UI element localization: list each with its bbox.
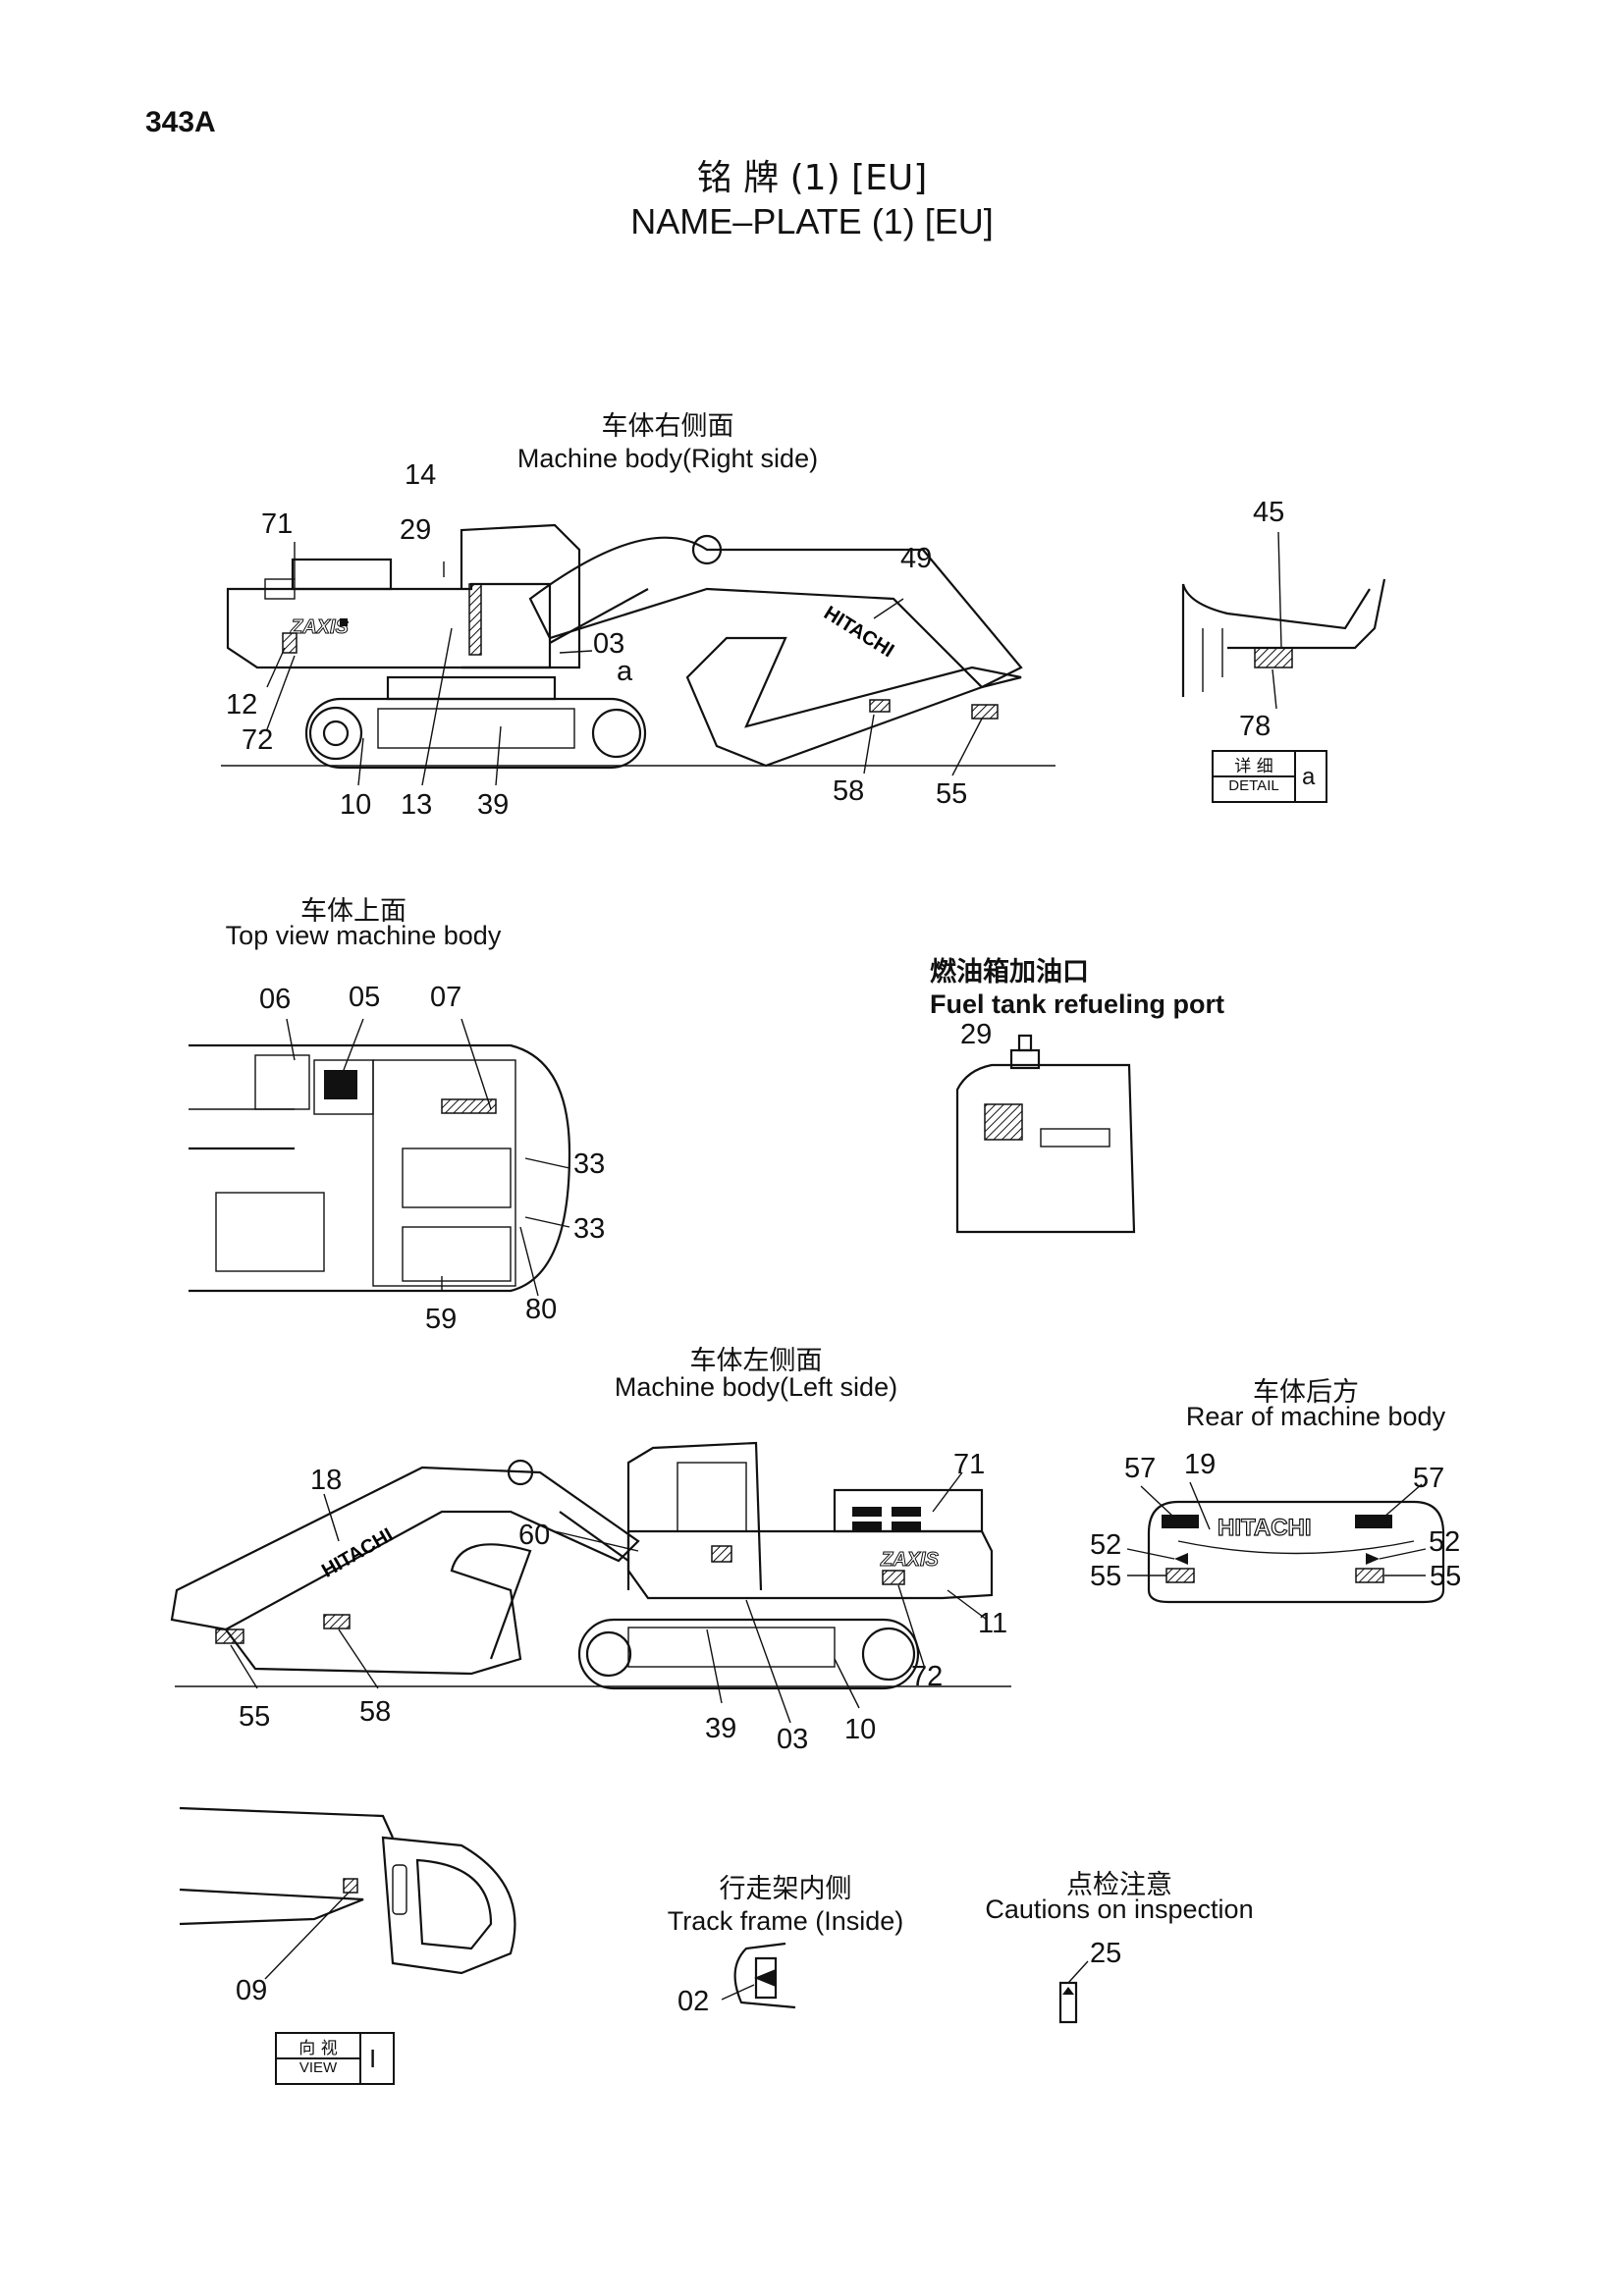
top-view-title-cn: 车体上面 xyxy=(300,896,406,927)
detail-label-cn: 详 细 xyxy=(1214,752,1296,777)
rear-title-cn: 车体后方 xyxy=(1253,1377,1359,1408)
detail-label-en: DETAIL xyxy=(1214,777,1296,801)
fuel-tank-title-en: Fuel tank refueling port xyxy=(930,989,1225,1019)
callout-06: 06 xyxy=(259,984,292,1015)
fuel-tank-drawing xyxy=(955,1034,1136,1234)
callout-03: 03 xyxy=(593,628,625,660)
detail-label-ref: a xyxy=(1302,764,1316,790)
callout-a: a xyxy=(617,656,633,687)
callout-55-left: 55 xyxy=(239,1701,271,1733)
inspection-drawing xyxy=(1058,1960,1089,2024)
callout-71: 71 xyxy=(261,508,294,540)
callout-58-left: 58 xyxy=(359,1696,392,1728)
callout-39: 39 xyxy=(477,789,510,821)
callout-03-left: 03 xyxy=(777,1724,809,1755)
callout-07: 07 xyxy=(430,982,462,1013)
right-zaxis-logo: ZAXIS xyxy=(290,616,350,638)
callout-09: 09 xyxy=(236,1975,268,2006)
callout-33-b: 33 xyxy=(573,1213,606,1245)
callout-25: 25 xyxy=(1090,1938,1122,1969)
inspection-title-en: Cautions on inspection xyxy=(985,1895,1254,1924)
rear-body-drawing: HITACHI xyxy=(1126,1481,1445,1604)
callout-55-rear-a: 55 xyxy=(1090,1561,1122,1592)
left-boom-hitachi: HITACHI xyxy=(318,1524,397,1582)
right-boom-hitachi: HITACHI xyxy=(820,602,897,662)
callout-29: 29 xyxy=(400,514,432,546)
rear-hitachi-logo: HITACHI xyxy=(1218,1515,1312,1541)
callout-72: 72 xyxy=(242,724,274,756)
right-side-title-cn: 车体右侧面 xyxy=(601,411,734,442)
detail-label-box: 详 细 DETAIL a xyxy=(1212,750,1327,803)
callout-71-left: 71 xyxy=(953,1449,986,1480)
view-label-box: 向 视 VIEW I xyxy=(275,2032,395,2085)
callout-57-a: 57 xyxy=(1124,1453,1157,1484)
callout-58: 58 xyxy=(833,775,865,807)
left-side-title-cn: 车体左侧面 xyxy=(689,1346,823,1376)
callout-11: 11 xyxy=(978,1608,1008,1639)
callout-55: 55 xyxy=(936,778,968,810)
callout-29-fuel: 29 xyxy=(960,1019,993,1050)
callout-18: 18 xyxy=(310,1465,343,1496)
callout-19: 19 xyxy=(1184,1449,1217,1480)
rear-title-en: Rear of machine body xyxy=(1185,1402,1446,1431)
view-i-drawing xyxy=(179,1806,516,1980)
callout-10: 10 xyxy=(340,789,372,821)
top-view-title-en: Top view machine body xyxy=(225,921,502,950)
callout-60: 60 xyxy=(518,1520,551,1551)
track-frame-title-cn: 行走架内侧 xyxy=(719,1874,852,1904)
view-label-en: VIEW xyxy=(277,2059,361,2083)
callout-39-left: 39 xyxy=(705,1713,737,1744)
left-zaxis-logo: ZAXIS xyxy=(880,1549,940,1571)
callout-49: 49 xyxy=(900,543,933,574)
callout-52-b: 52 xyxy=(1429,1526,1461,1558)
callout-72-left: 72 xyxy=(911,1661,944,1692)
detail-a-drawing xyxy=(1181,531,1386,710)
page-title-cn: 铭 牌 (1) [EU] xyxy=(696,158,928,198)
fuel-tank-title-cn: 燃油箱加油口 xyxy=(930,957,1089,988)
right-side-title-en: Machine body(Right side) xyxy=(516,444,819,473)
callout-02: 02 xyxy=(677,1986,710,2017)
view-label-cn: 向 视 xyxy=(277,2034,361,2059)
page-title-en: NAME–PLATE (1) [EU] xyxy=(630,201,994,241)
callout-10-left: 10 xyxy=(844,1714,877,1745)
page-number: 343A xyxy=(145,106,216,138)
callout-78: 78 xyxy=(1239,711,1272,742)
callout-59: 59 xyxy=(425,1304,458,1335)
left-side-title-en: Machine body(Left side) xyxy=(614,1372,898,1402)
callout-05: 05 xyxy=(349,982,381,1013)
track-frame-drawing xyxy=(721,1942,796,2009)
view-label-ref: I xyxy=(369,2044,377,2073)
excavator-left-side-drawing: ZAXIS HITACHI xyxy=(170,1441,1011,1724)
callout-55-rear-b: 55 xyxy=(1430,1561,1462,1592)
callout-57-b: 57 xyxy=(1413,1463,1445,1494)
callout-80: 80 xyxy=(525,1294,558,1325)
callout-12: 12 xyxy=(226,689,258,721)
track-frame-title-en: Track frame (Inside) xyxy=(667,1906,904,1936)
callout-33-a: 33 xyxy=(573,1148,606,1180)
inspection-title-cn: 点检注意 xyxy=(1066,1870,1172,1900)
callout-45: 45 xyxy=(1253,497,1285,528)
callout-52-a: 52 xyxy=(1090,1529,1122,1561)
callout-14: 14 xyxy=(405,459,437,491)
callout-13: 13 xyxy=(401,789,433,821)
top-view-drawing xyxy=(189,1018,571,1297)
